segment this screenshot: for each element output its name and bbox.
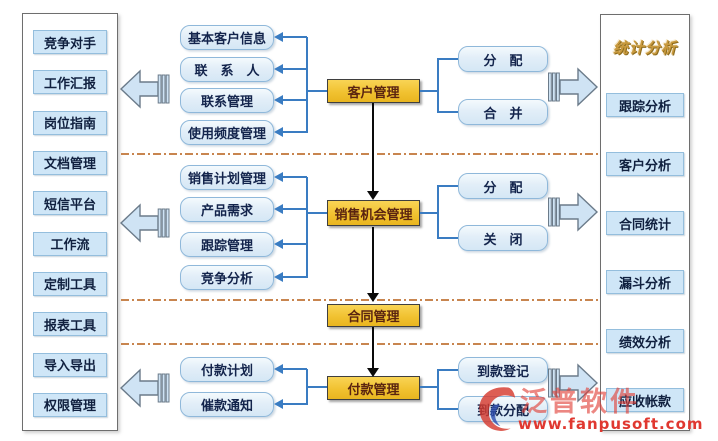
arrowhead-left-icon (269, 64, 283, 74)
connector-line (306, 90, 328, 92)
connector-line (437, 369, 458, 371)
arrowhead-left-icon (269, 364, 283, 374)
sub-module-box: 使用频度管理 (180, 120, 274, 145)
connector-line (420, 212, 438, 214)
statistics-item: 合同统计 (606, 211, 684, 235)
sub-module-box: 联系管理 (180, 88, 274, 113)
right-block-arrow-icon (548, 192, 599, 232)
statistics-panel: 统计分析 跟踪分析 客户分析 合同统计 漏斗分析 绩效分析 应收帐款 (600, 14, 690, 431)
arrowhead-left-icon (269, 127, 283, 137)
left-block-arrow-icon (119, 69, 170, 109)
arrowhead-down-icon (367, 191, 379, 200)
left-panel-item: 定制工具 (33, 271, 107, 296)
statistics-item: 绩效分析 (606, 329, 684, 353)
action-box: 到款登记 (458, 357, 548, 383)
connector-line (278, 99, 307, 101)
main-module-box: 销售机会管理 (327, 200, 420, 226)
sub-module-box: 基本客户信息 (180, 25, 274, 50)
connector-line (437, 369, 439, 410)
main-module-box: 客户管理 (327, 79, 420, 103)
arrowhead-left-icon (269, 95, 283, 105)
sub-module-box: 跟踪管理 (180, 232, 274, 257)
arrowhead-left-icon (269, 32, 283, 42)
connector-line (278, 36, 307, 38)
left-panel-item: 竞争对手 (33, 30, 107, 54)
connector-line (278, 68, 307, 70)
action-box: 到款分配 (458, 396, 548, 422)
action-box: 关 闭 (458, 225, 548, 251)
dashed-separator (121, 299, 598, 301)
dashed-separator (121, 343, 598, 345)
main-module-box: 付款管理 (327, 376, 420, 400)
arrowhead-left-icon (269, 399, 283, 409)
connector-line (437, 58, 439, 113)
arrowhead-left-icon (269, 272, 283, 282)
connector-line (278, 131, 307, 133)
right-block-arrow-icon (548, 363, 599, 403)
left-panel-item: 文档管理 (33, 150, 107, 175)
action-box: 合 并 (458, 99, 548, 125)
connector-line (278, 276, 307, 278)
arrowhead-down-icon (367, 368, 379, 377)
connector-line (437, 111, 458, 113)
connector-line (437, 185, 439, 239)
sub-module-box: 催款通知 (180, 392, 274, 417)
flow-arrow-line (372, 227, 374, 294)
left-panel-item: 工作汇报 (33, 70, 107, 95)
main-module-box: 合同管理 (327, 304, 420, 327)
connector-line (420, 386, 438, 388)
sub-module-box: 竞争分析 (180, 265, 274, 290)
statistics-title: 统计分析 (612, 39, 677, 57)
arrowhead-left-icon (269, 204, 283, 214)
left-block-arrow-icon (119, 203, 170, 243)
sub-module-box: 联 系 人 (180, 57, 274, 82)
connector-line (306, 212, 328, 214)
connector-line (278, 208, 307, 210)
connector-line (278, 403, 307, 405)
left-panel-item: 权限管理 (33, 392, 107, 417)
connector-line (278, 176, 307, 178)
connector-line (306, 177, 308, 278)
arrowhead-down-icon (367, 293, 379, 302)
connector-line (278, 243, 307, 245)
statistics-item: 跟踪分析 (606, 93, 684, 117)
connector-line (278, 368, 307, 370)
statistics-item: 应收帐款 (606, 388, 684, 412)
flow-arrow-line (372, 103, 374, 192)
connector-line (437, 185, 458, 187)
action-box: 分 配 (458, 173, 548, 199)
left-panel-item: 报表工具 (33, 312, 107, 337)
sub-module-box: 销售计划管理 (180, 165, 274, 190)
statistics-item: 漏斗分析 (606, 270, 684, 294)
sub-module-box: 付款计划 (180, 357, 274, 382)
left-tools-panel: 竞争对手 工作汇报 岗位指南 文档管理 短信平台 工作流 定制工具 报表工具 导… (22, 13, 118, 431)
action-box: 分 配 (458, 46, 548, 72)
statistics-item: 客户分析 (606, 152, 684, 176)
connector-line (306, 386, 328, 388)
left-panel-item: 导入导出 (33, 352, 107, 377)
connector-line (306, 37, 308, 133)
dashed-separator (121, 153, 598, 155)
connector-line (420, 90, 438, 92)
left-panel-item: 短信平台 (33, 191, 107, 216)
sub-module-box: 产品需求 (180, 197, 274, 222)
connector-line (437, 237, 458, 239)
left-panel-item: 工作流 (33, 231, 107, 256)
left-panel-item: 岗位指南 (33, 110, 107, 135)
arrowhead-left-icon (269, 239, 283, 249)
flow-arrow-line (372, 327, 374, 369)
arrowhead-left-icon (269, 172, 283, 182)
left-block-arrow-icon (119, 368, 170, 408)
connector-line (437, 408, 458, 410)
connector-line (437, 58, 458, 60)
right-block-arrow-icon (548, 67, 599, 107)
